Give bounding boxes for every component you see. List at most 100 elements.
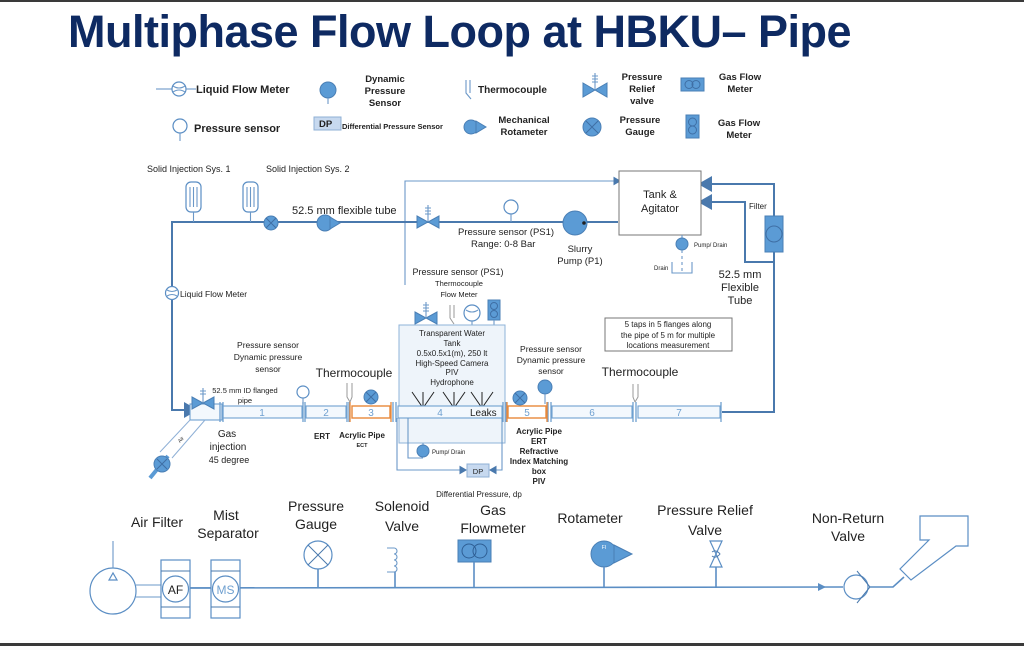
svg-text:Acrylic Pipe: Acrylic Pipe [339,431,385,440]
page-title: Multiphase Flow Loop at HBKU– Pipe [68,6,852,57]
svg-text:Air: Air [177,436,186,445]
svg-text:Separator: Separator [197,525,259,541]
svg-text:Mist: Mist [213,507,239,523]
svg-text:Agitator: Agitator [641,203,679,215]
svg-text:Pressure sensor (PS1): Pressure sensor (PS1) [458,227,554,238]
svg-text:Gas: Gas [480,502,506,518]
svg-text:Meter: Meter [726,130,752,141]
svg-text:Filter: Filter [749,202,767,211]
svg-text:Solenoid: Solenoid [375,498,430,514]
gas-flowmeter: Gas Flowmeter [457,502,526,588]
top-relief-valve [416,205,440,229]
svg-text:7: 7 [676,408,682,419]
legend-thermocouple: Thermocouple [465,80,547,100]
svg-text:Flowmeter: Flowmeter [460,520,526,536]
svg-text:Flexible: Flexible [721,282,759,294]
filter: Filter [749,202,784,253]
svg-text:sensor: sensor [538,366,564,376]
svg-text:Gas Flow: Gas Flow [719,72,762,83]
svg-text:Differential Pressure Sensor: Differential Pressure Sensor [342,122,443,131]
svg-text:Solid Injection Sys. 1: Solid Injection Sys. 1 [147,164,231,174]
svg-text:Acrylic Pipe: Acrylic Pipe [516,427,562,436]
top-pressure-sensor [503,199,519,222]
pipe-segment-6 [551,405,633,419]
pipe-segment-2 [305,405,347,419]
tank-pump-drain: Pump/ Drain Drain [654,235,727,274]
pipe-segment-1 [221,405,303,419]
pipe-dynamic-pressure-sensor [537,379,553,404]
dp-badge-icon [313,116,342,131]
svg-text:Thermocouple: Thermocouple [478,85,547,96]
pressure-sensor-icon [172,118,188,134]
svg-text:ERT: ERT [314,432,330,441]
svg-text:DP: DP [473,467,483,476]
water-tank-drain: Pump/ Drain [407,418,465,459]
svg-text:Sensor: Sensor [369,98,402,109]
solenoid-valve: Solenoid Valve [375,498,430,588]
svg-text:PIV: PIV [533,477,547,486]
svg-text:sensor: sensor [255,364,281,374]
gas-line-pipe [160,586,844,589]
svg-text:Pump/ Drain: Pump/ Drain [432,450,465,456]
svg-text:Liquid Flow Meter: Liquid Flow Meter [196,84,290,96]
pump-icon [416,444,430,458]
tank-box [618,170,702,236]
svg-text:Leaks: Leaks [470,408,497,419]
gas-supply-line: AF Air Filter MS Mist Separator Pressure… [89,498,969,619]
svg-text:Dynamic pressure: Dynamic pressure [234,352,303,362]
legend-pressure-relief-valve: Pressure Relief valve [582,72,663,107]
svg-text:ERT: ERT [531,437,547,446]
legend-dynamic-pressure-sensor: Dynamic Pressure Sensor [319,74,405,109]
svg-text:Thermocouple: Thermocouple [316,366,393,380]
svg-text:Pressure sensor: Pressure sensor [237,340,299,350]
svg-text:Slurry: Slurry [568,244,593,255]
flow-meter-icon [463,304,481,322]
svg-text:Valve: Valve [385,518,419,534]
svg-text:Pressure: Pressure [622,72,663,83]
legend-pressure-sensor: Pressure sensor [172,118,281,141]
svg-text:Transparent Water: Transparent Water [419,329,485,338]
svg-text:1: 1 [259,408,265,419]
pump-icon [562,210,588,236]
svg-text:Rotameter: Rotameter [557,510,623,526]
window-frame-bottom [0,643,1024,646]
svg-text:Thermocouple: Thermocouple [435,279,483,288]
svg-text:5 taps in 5 flanges along: 5 taps in 5 flanges along [625,320,712,329]
svg-text:AF: AF [168,583,183,597]
thermocouple-icon [346,383,353,403]
svg-text:MS: MS [217,583,235,597]
solenoid-icon [387,547,398,573]
svg-text:DP: DP [319,119,333,130]
svg-text:locations measurement: locations measurement [627,341,710,350]
legend-gas-flow-meter-horizontal: Gas Flow Meter [680,72,762,95]
thermocouple-icon [465,80,472,100]
svg-text:0.5x0.5x1(m), 250 lt: 0.5x0.5x1(m), 250 lt [417,349,488,358]
svg-text:5: 5 [524,408,530,419]
svg-text:Pressure: Pressure [620,115,661,126]
svg-text:Tank &: Tank & [643,189,677,201]
svg-text:52.5 mm: 52.5 mm [719,269,762,281]
svg-text:Pressure sensor (PS1): Pressure sensor (PS1) [412,267,503,277]
transparent-water-tank: Transparent Water Tank 0.5x0.5x1(m), 250… [398,324,506,444]
svg-text:Gauge: Gauge [295,516,337,532]
svg-text:High-Speed Camera: High-Speed Camera [416,359,489,368]
svg-text:Relief: Relief [629,84,656,95]
svg-text:2: 2 [323,408,329,419]
compressor [89,541,161,615]
svg-text:box: box [532,467,547,476]
svg-text:Mechanical: Mechanical [498,115,549,126]
pressure-sensor-icon [503,199,519,215]
svg-text:valve: valve [630,96,654,107]
svg-text:Gas Flow: Gas Flow [718,118,761,129]
check-valve-icon [843,574,869,600]
svg-text:Valve: Valve [688,522,722,538]
svg-text:PIV: PIV [446,368,460,377]
svg-text:Valve: Valve [831,528,865,544]
left-liquid-flow-meter: Liquid Flow Meter [164,285,247,301]
pipe-pressure-sensor-left [296,385,310,404]
pipe-pressure-gauge-5 [512,390,528,406]
dynamic-pressure-sensor-icon [319,81,337,99]
dp-sensor: DP Differential Pressure, dp [396,418,522,499]
svg-text:Tank: Tank [444,339,462,348]
gas-flow-meter-icon [457,539,492,563]
